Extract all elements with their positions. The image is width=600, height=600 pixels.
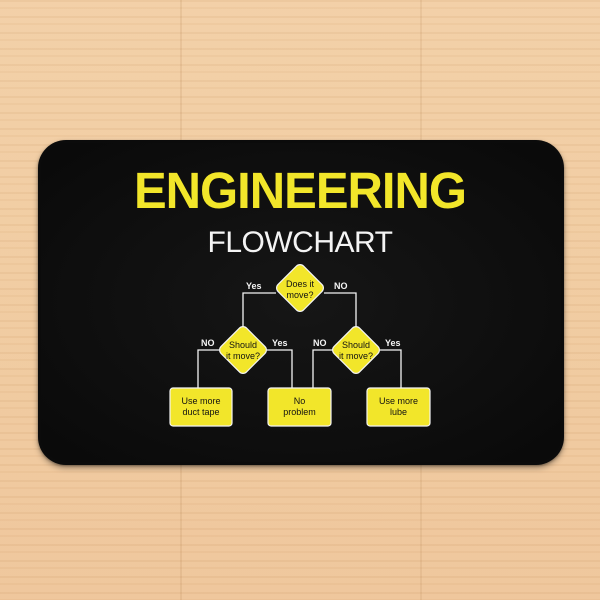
box-use-more-duct-tape: Use more duct tape	[169, 387, 233, 427]
edge-label-left-no: NO	[201, 338, 215, 348]
box-duct-tape-line1: Use more	[181, 396, 220, 406]
edge-label-left-yes: Yes	[272, 338, 288, 348]
connector-right-no	[312, 349, 332, 388]
flowchart-connectors	[197, 292, 402, 388]
decision-does-it-move: Does it move?	[276, 264, 324, 312]
mat-subtitle: FLOWCHART	[207, 226, 393, 259]
box-lube-line2: lube	[390, 407, 407, 417]
connector-left-no	[197, 349, 219, 388]
connector-top-yes	[242, 292, 276, 333]
decision-should-it-move-left: Should it move?	[219, 326, 267, 374]
box-lube-line1: Use more	[379, 396, 418, 406]
decision-right-line1: Should	[342, 340, 370, 350]
connector-right-yes	[380, 349, 402, 388]
box-no-problem-line2: problem	[283, 407, 316, 417]
decision-right-line2: it move?	[339, 351, 373, 361]
box-no-problem: No problem	[267, 387, 332, 427]
decision-top-line1: Does it	[286, 279, 315, 289]
connector-top-no	[324, 292, 357, 333]
edge-label-right-yes: Yes	[385, 338, 401, 348]
edge-label-right-no: NO	[313, 338, 327, 348]
decision-left-line2: it move?	[226, 351, 260, 361]
edge-label-top-no: NO	[334, 281, 348, 291]
box-use-more-lube: Use more lube	[366, 387, 431, 427]
decision-should-it-move-right: Should it move?	[332, 326, 380, 374]
box-no-problem-line1: No	[294, 396, 306, 406]
decision-left-line1: Should	[229, 340, 257, 350]
decision-top-line2: move?	[286, 290, 313, 300]
mat-title: ENGINEERING	[133, 162, 467, 220]
box-duct-tape-line2: duct tape	[182, 407, 219, 417]
edge-label-top-yes: Yes	[246, 281, 262, 291]
connector-left-yes	[267, 349, 293, 388]
